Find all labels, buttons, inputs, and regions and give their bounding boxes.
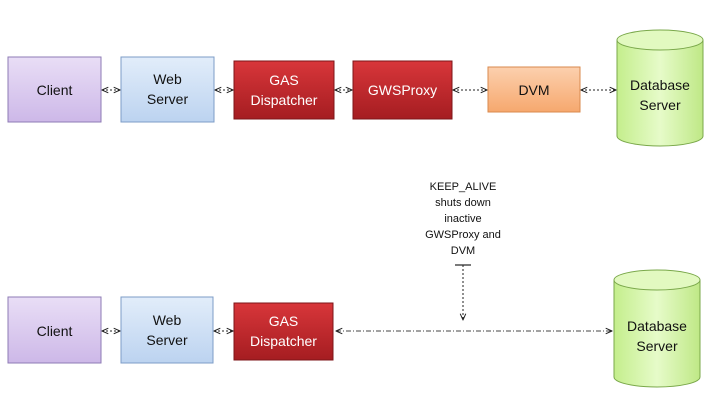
- top-gwsproxy-label: GWSProxy: [368, 82, 437, 98]
- top-client-node: Client: [7, 56, 102, 123]
- annotation-line-5: DVM: [451, 245, 475, 257]
- top-web-server-label-line1: Web: [153, 71, 182, 87]
- top-client-label: Client: [37, 82, 73, 98]
- top-database-label-line2: Server: [639, 97, 681, 113]
- top-dvm-label: DVM: [518, 82, 549, 98]
- bottom-client-node: Client: [7, 296, 102, 364]
- bottom-gas-dispatcher-label-line2: Dispatcher: [250, 333, 317, 349]
- top-gas-dispatcher-label-line1: GAS: [269, 72, 299, 88]
- bottom-database-label-line1: Database: [627, 318, 687, 334]
- bottom-database-label-line2: Server: [636, 338, 678, 354]
- top-gas-dispatcher-node: GAS Dispatcher: [233, 60, 335, 120]
- bottom-client-label: Client: [37, 323, 73, 339]
- top-dvm-node: DVM: [487, 66, 581, 113]
- bottom-database-server-node: Database Server: [613, 269, 701, 388]
- top-gas-dispatcher-label-line2: Dispatcher: [251, 92, 318, 108]
- bottom-gas-dispatcher-node: GAS Dispatcher: [233, 302, 334, 361]
- top-database-server-node: Database Server: [616, 29, 704, 147]
- annotation-line-4: GWSProxy and: [425, 229, 501, 241]
- top-web-server-label-line2: Server: [147, 91, 189, 107]
- top-database-label-line1: Database: [630, 77, 690, 93]
- annotation-line-1: KEEP_ALIVE: [430, 181, 497, 193]
- keep-alive-annotation: KEEP_ALIVE shuts down inactive GWSProxy …: [425, 181, 501, 320]
- top-row: Client Web Server GAS Dispatcher GWSProx…: [7, 29, 704, 147]
- annotation-line-2: shuts down: [435, 197, 491, 209]
- bottom-web-server-node: Web Server: [120, 296, 214, 364]
- bottom-web-server-label-line1: Web: [153, 312, 182, 328]
- top-gwsproxy-node: GWSProxy: [352, 60, 453, 120]
- annotation-line-3: inactive: [444, 213, 481, 225]
- top-web-server-node: Web Server: [120, 56, 215, 123]
- bottom-gas-dispatcher-label-line1: GAS: [269, 313, 299, 329]
- bottom-row: Client Web Server GAS Dispatcher Databas…: [7, 269, 701, 388]
- bottom-web-server-label-line2: Server: [146, 332, 188, 348]
